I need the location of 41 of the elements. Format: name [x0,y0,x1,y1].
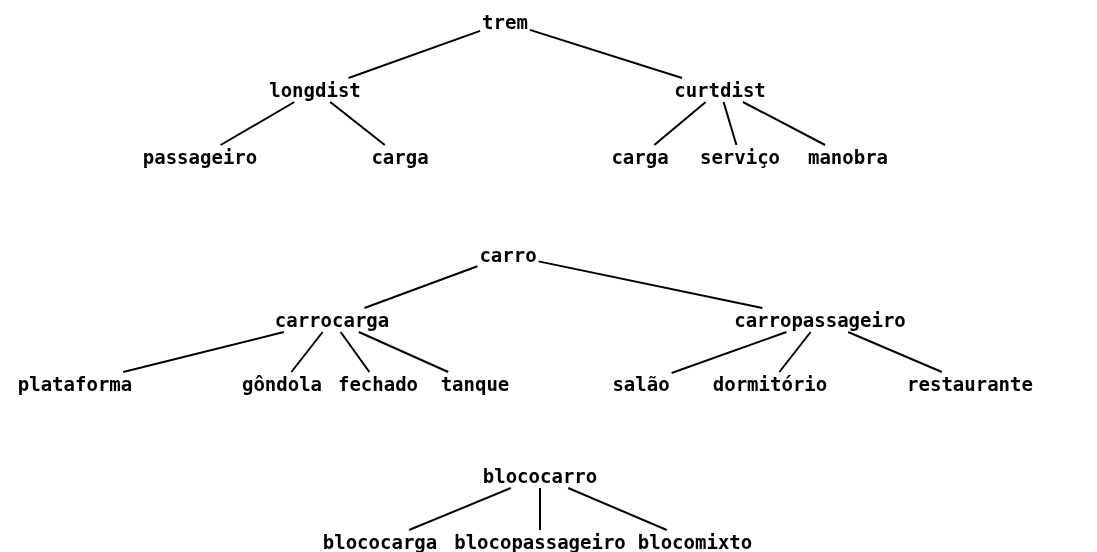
connector-line [357,331,450,373]
tree-node-label: serviço [699,146,781,168]
connector-line [741,101,827,146]
tree-node-label: carro [479,244,537,266]
tree-node-label: blococarga [322,531,438,552]
connector-line [847,331,943,373]
connector-line [290,331,324,373]
connector-line [347,29,482,79]
tree-node-label: dormitório [712,373,828,395]
tree-node-label: passageiro [142,146,258,168]
connector-line [122,331,285,373]
connector-line [339,331,371,373]
connector-line [537,260,764,309]
connector-line [670,331,788,375]
connector-line [219,101,296,146]
connector-line [408,487,512,531]
tree-node-label: carga [371,146,429,168]
connector-line [528,28,684,79]
tree-node-label: carrocarga [274,309,390,331]
tree-node-label: fechado [337,373,419,395]
tree-node-label: manobra [807,146,889,168]
tree-node-label: trem [482,11,528,33]
connector-line [567,487,668,531]
tree-node-label: gôndola [241,373,323,395]
tree-node-label: blocopassageiro [454,531,626,552]
tree-node-label: plataforma [17,373,133,395]
connector-line [653,101,707,146]
tree-node-label: carga [611,146,669,168]
tree-node-label: carropassageiro [734,309,906,331]
connector-line [363,265,479,309]
tree-node-label: restaurante [907,373,1033,395]
tree-node-label: longdist [269,79,361,101]
tree-node-label: tanque [440,373,510,395]
tree-node-label: curtdist [674,79,766,101]
connector-line [778,331,812,373]
connector-line [329,101,386,146]
tree-node-label: blococarro [482,465,598,487]
tree-node-label: salão [612,373,670,395]
tree-node-label: blocomixto [637,531,753,552]
connector-line [539,487,541,531]
connector-line [722,101,738,146]
